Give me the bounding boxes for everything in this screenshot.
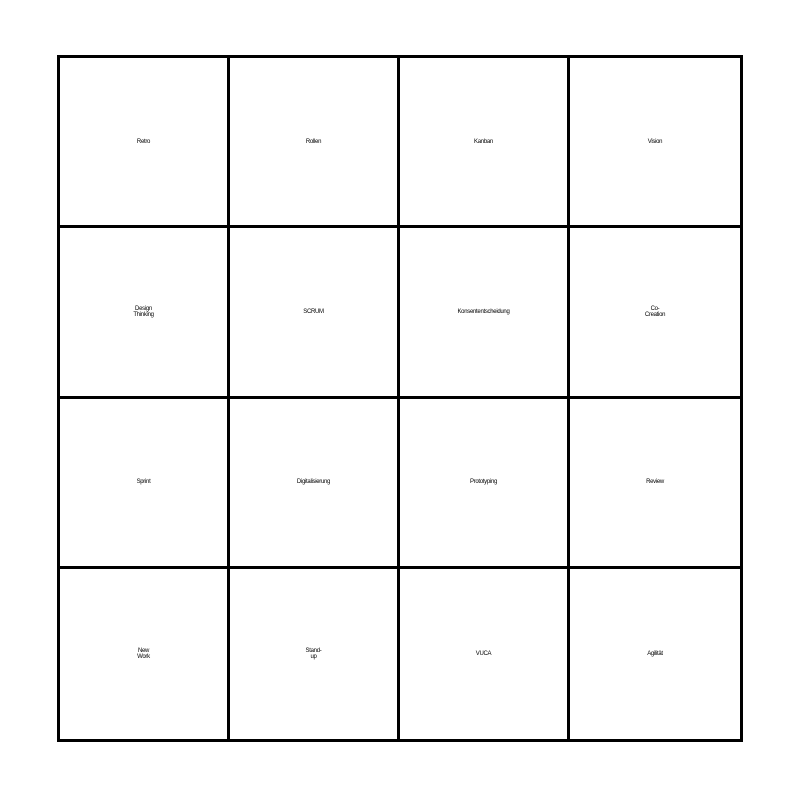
bingo-cell-label: New Work bbox=[137, 647, 150, 660]
bingo-cell[interactable]: New Work bbox=[60, 568, 230, 739]
bingo-cell[interactable]: Design Thinking bbox=[60, 228, 230, 399]
bingo-cell[interactable]: Prototyping bbox=[400, 398, 570, 569]
bingo-cell-label: Agilität bbox=[647, 650, 663, 657]
bingo-cell-label: VUCA bbox=[475, 650, 492, 657]
bingo-cell-label: Retro bbox=[136, 138, 151, 145]
bingo-cell-label: Prototyping bbox=[469, 479, 498, 485]
bingo-cell-label: Sprint bbox=[136, 479, 151, 485]
bingo-cell[interactable]: Co- Creation bbox=[570, 228, 740, 399]
bingo-cell[interactable]: Kanban bbox=[400, 58, 570, 229]
bingo-cell[interactable]: Rollen bbox=[230, 58, 400, 229]
bingo-cell[interactable]: Agilität bbox=[570, 568, 740, 739]
bingo-cell-label: Rollen bbox=[305, 138, 322, 145]
bingo-cell[interactable]: VUCA bbox=[400, 568, 570, 739]
bingo-cell[interactable]: Sprint bbox=[60, 398, 230, 569]
bingo-cell-label: Co- Creation bbox=[644, 305, 666, 318]
bingo-cell[interactable]: Review bbox=[570, 398, 740, 569]
bingo-cell-label: Konsententscheidung bbox=[457, 308, 510, 315]
bingo-cell[interactable]: Konsententscheidung bbox=[400, 228, 570, 399]
bingo-cell[interactable]: Retro bbox=[60, 58, 230, 229]
bingo-cell-label: Review bbox=[646, 479, 664, 485]
bingo-cell[interactable]: Vision bbox=[570, 58, 740, 229]
bingo-cell-label: Stand- up bbox=[305, 647, 322, 660]
bingo-cell-label: Design Thinking bbox=[133, 305, 154, 318]
bingo-cell-label: Digitalisierung bbox=[296, 479, 331, 485]
bingo-cell-label: SCRUM bbox=[303, 308, 324, 315]
bingo-cell[interactable]: SCRUM bbox=[230, 228, 400, 399]
bingo-cell-label: Vision bbox=[647, 138, 663, 145]
bingo-cell[interactable]: Digitalisierung bbox=[230, 398, 400, 569]
bingo-cell-label: Kanban bbox=[474, 138, 493, 145]
bingo-cell[interactable]: Stand- up bbox=[230, 568, 400, 739]
